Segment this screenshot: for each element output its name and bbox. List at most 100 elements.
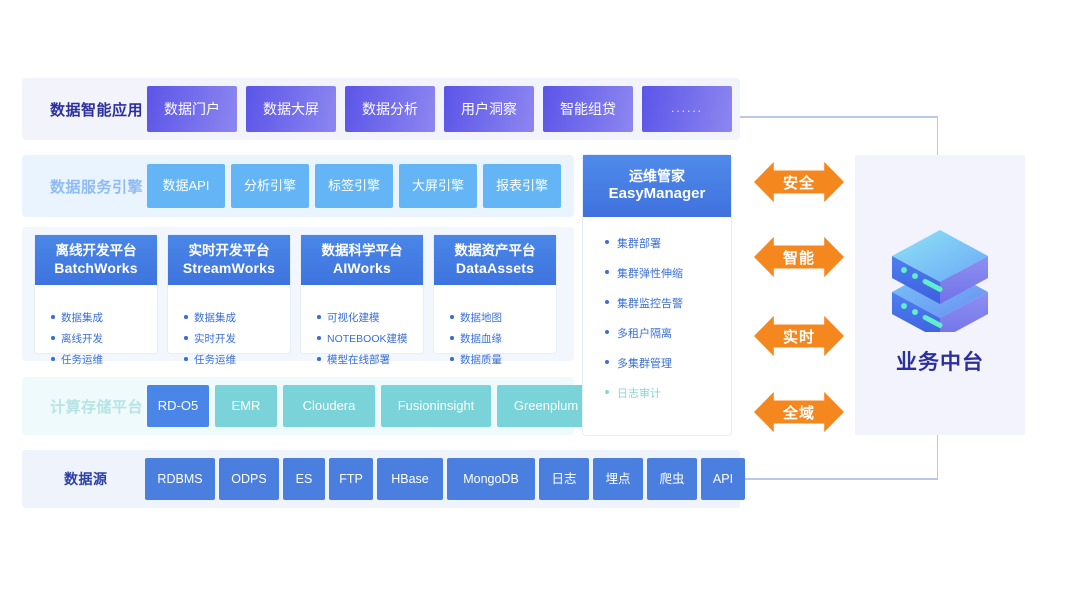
app-chip-2[interactable]: 数据分析 [345,86,435,132]
platform-card-batchworks-title-en: BatchWorks [54,259,138,276]
source-chip-logs-label: 日志 [551,471,577,486]
compute-chip-rd-o5-label: RD-O5 [157,397,199,413]
feature-item: 数据血缘 [434,331,556,346]
platform-card-dataassets-header: 数据资产平台 DataAssets [434,235,556,285]
feature-item: 实时开发 [168,331,290,346]
source-chip-es-label: ES [295,471,313,486]
app-chip-4-label: 智能组贷 [560,100,616,117]
row-data-intelligent-applications: 数据智能应用 数据门户 数据大屏 数据分析 用户洞察 智能组贷 ...... [22,78,740,140]
feature-item: 可视化建模 [301,310,423,325]
business-platform-title: 业务中台 [896,351,984,374]
platform-card-dataassets-title-cn: 数据资产平台 [454,243,536,259]
arrow-intelligent-label: 智能 [782,249,815,267]
platform-card-streamworks-header: 实时开发平台 StreamWorks [168,235,290,285]
platform-card-streamworks[interactable]: 实时开发平台 StreamWorks 数据集成 实时开发 任务运维 [168,235,290,366]
source-chip-hbase-label: HBase [391,471,429,486]
source-chip-rdbms[interactable]: RDBMS [145,458,215,500]
arrow-global: 全域 [754,391,844,433]
easymanager-feature-item: 日志审计 [583,385,731,401]
app-chip-1[interactable]: 数据大屏 [246,86,336,132]
feature-item: 任务运维 [168,352,290,367]
platform-card-batchworks[interactable]: 离线开发平台 BatchWorks 数据集成 离线开发 任务运维 [35,235,157,366]
platform-card-streamworks-features: 数据集成 实时开发 任务运维 [168,301,290,367]
compute-chip-emr[interactable]: EMR [215,385,277,427]
source-chip-hbase[interactable]: HBase [377,458,443,500]
app-chip-5[interactable]: ...... [642,86,732,132]
feature-item: 离线开发 [35,331,157,346]
row-label-data-source: 数据源 [64,471,108,487]
connector-top-horizontal [740,116,938,118]
source-chip-mongodb-label: MongoDB [463,471,519,486]
source-chip-tracking-label: 埋点 [605,471,631,486]
source-chip-odps-label: ODPS [231,471,267,486]
feature-item: 数据集成 [35,310,157,325]
connector-bottom-vertical [936,434,938,479]
easymanager-feature-item: 集群弹性伸缩 [583,265,731,281]
source-chip-odps[interactable]: ODPS [219,458,279,500]
source-chip-tracking[interactable]: 埋点 [593,458,643,500]
business-platform-panel[interactable]: 业务中台 [855,155,1025,435]
platform-card-aiworks-title-cn: 数据科学平台 [321,243,403,259]
service-chip-3[interactable]: 大屏引擎 [399,164,477,208]
row-label-apps: 数据智能应用 [50,101,144,119]
app-chip-3[interactable]: 用户洞察 [444,86,534,132]
arrow-security: 安全 [754,161,844,203]
arrow-realtime: 实时 [754,315,844,357]
easymanager-header: 运维管家 EasyManager [583,155,731,217]
compute-chip-fusioninsight-label: Fusioninsight [397,397,475,413]
app-chip-0[interactable]: 数据门户 [147,86,237,132]
compute-chip-cloudera-label: Cloudera [302,397,356,413]
service-chip-3-label: 大屏引擎 [411,177,464,193]
compute-chip-cloudera[interactable]: Cloudera [283,385,375,427]
platform-card-streamworks-title-cn: 实时开发平台 [188,243,270,259]
source-chip-api[interactable]: API [701,458,745,500]
app-chip-5-label: ...... [670,101,703,116]
arrow-intelligent: 智能 [754,236,844,278]
service-chip-2[interactable]: 标签引擎 [315,164,393,208]
easymanager-feature-item: 集群监控告警 [583,295,731,311]
service-chip-0[interactable]: 数据API [147,164,225,208]
compute-chip-fusioninsight[interactable]: Fusioninsight [381,385,491,427]
feature-item: NOTEBOOK建模 [301,331,423,346]
platform-card-streamworks-title-en: StreamWorks [182,259,276,276]
platform-card-aiworks-features: 可视化建模 NOTEBOOK建模 模型在线部署 [301,301,423,367]
compute-chip-emr-label: EMR [231,397,261,413]
platform-card-dataassets[interactable]: 数据资产平台 DataAssets 数据地图 数据血缘 数据质量 [434,235,556,366]
compute-chip-greenplum[interactable]: Greenplum [497,385,595,427]
easymanager-feature-item: 多租户隔离 [583,325,731,341]
row-label-service-engine: 数据服务引擎 [50,178,144,196]
easymanager-feature-list: 集群部署 集群弹性伸缩 集群监控告警 多租户隔离 多集群管理 日志审计 [583,217,731,401]
platform-card-batchworks-header: 离线开发平台 BatchWorks [35,235,157,285]
app-chip-2-label: 数据分析 [362,100,418,117]
service-chip-2-label: 标签引擎 [327,177,380,193]
source-chip-crawler[interactable]: 爬虫 [647,458,697,500]
row-label-compute-storage: 计算存储平台 [50,398,144,416]
service-chip-1[interactable]: 分析引擎 [231,164,309,208]
service-chip-4[interactable]: 报表引擎 [483,164,561,208]
feature-item: 模型在线部署 [301,352,423,367]
source-chip-logs[interactable]: 日志 [539,458,589,500]
source-chip-es[interactable]: ES [283,458,325,500]
row-data-source: 数据源 RDBMS ODPS ES FTP HBase MongoDB 日志 埋… [22,450,745,508]
easymanager-feature-item: 多集群管理 [583,355,731,371]
app-chip-3-label: 用户洞察 [461,100,517,117]
platform-card-batchworks-title-cn: 离线开发平台 [55,243,137,259]
source-chip-crawler-label: 爬虫 [659,471,685,486]
platform-card-aiworks[interactable]: 数据科学平台 AIWorks 可视化建模 NOTEBOOK建模 模型在线部署 [301,235,423,366]
source-chip-mongodb[interactable]: MongoDB [447,458,535,500]
service-chip-4-label: 报表引擎 [495,177,548,193]
source-chip-ftp[interactable]: FTP [329,458,373,500]
app-chip-4[interactable]: 智能组贷 [543,86,633,132]
easymanager-title-en: EasyManager [608,185,706,203]
platform-card-aiworks-title-en: AIWorks [333,259,391,276]
platform-card-dataassets-title-en: DataAssets [455,259,535,276]
easymanager-card[interactable]: 运维管家 EasyManager 集群部署 集群弹性伸缩 集群监控告警 多租户隔… [583,155,731,435]
row-platform-cards: 离线开发平台 BatchWorks 数据集成 离线开发 任务运维 实时开发平台 … [22,227,574,366]
platform-card-batchworks-features: 数据集成 离线开发 任务运维 [35,301,157,367]
connector-top-vertical [936,116,938,156]
source-chip-api-label: API [712,471,734,486]
compute-chip-rd-o5[interactable]: RD-O5 [147,385,209,427]
service-chip-1-label: 分析引擎 [243,177,296,193]
row-data-service-engine: 数据服务引擎 数据API 分析引擎 标签引擎 大屏引擎 报表引擎 [22,155,574,217]
